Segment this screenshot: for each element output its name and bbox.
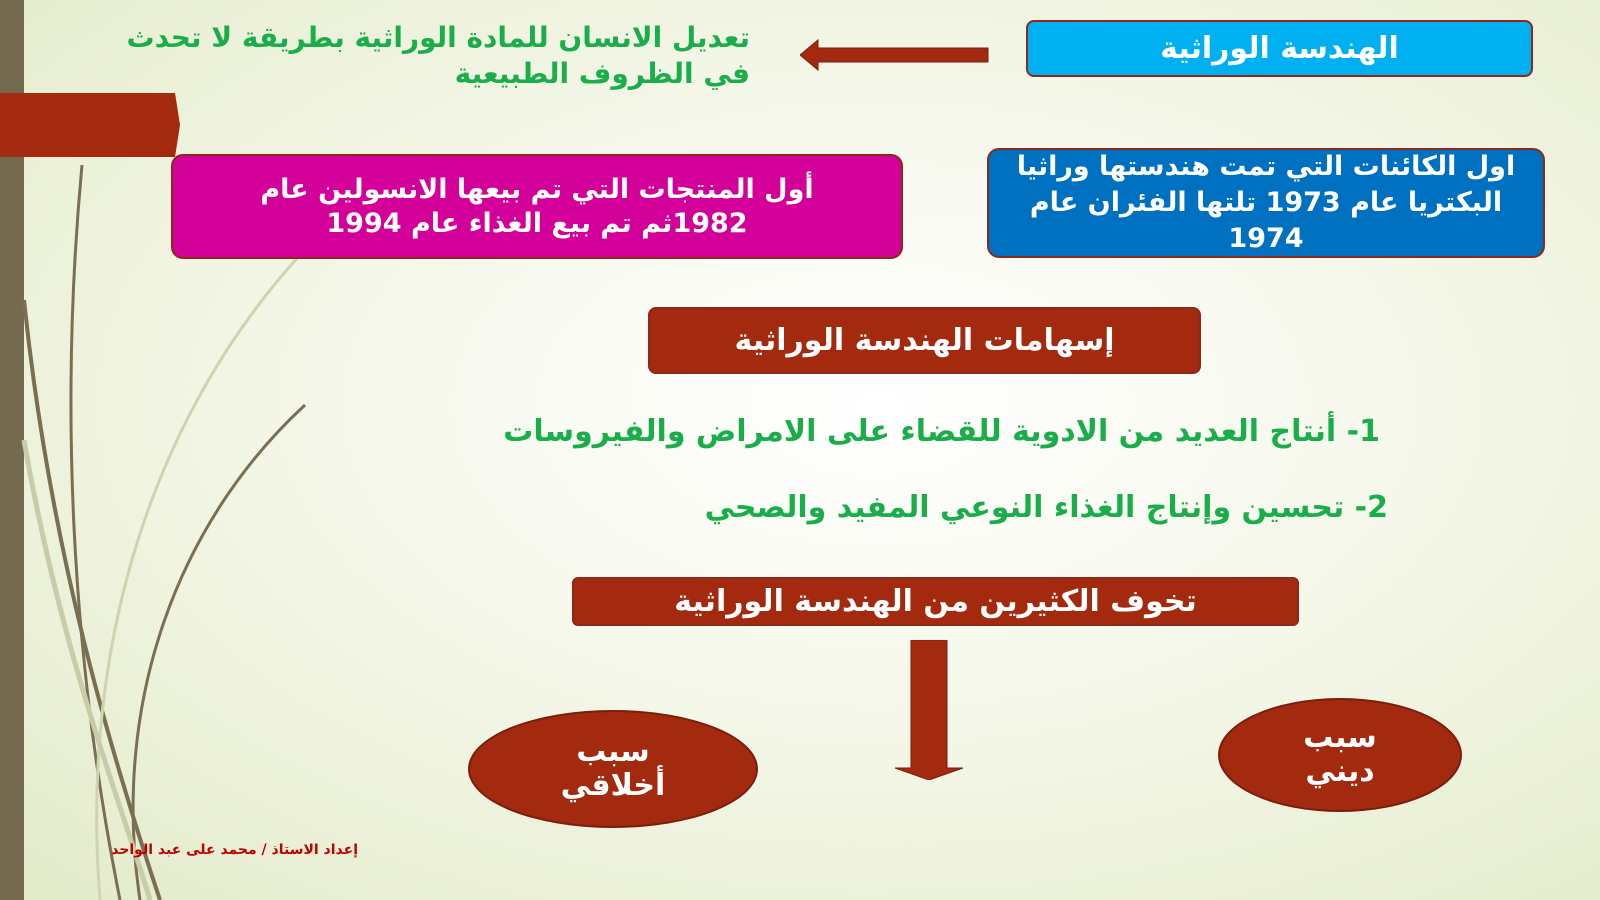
first-organisms-box: اول الكائنات التي تمت هندستها وراثيا الب… — [987, 148, 1545, 258]
arrow-left-icon — [800, 38, 989, 72]
accent-tab — [0, 93, 180, 157]
decorative-stems — [21, 164, 307, 900]
fear-heading: تخوف الكثيرين من الهندسة الوراثية — [572, 577, 1299, 626]
definition-text: تعديل الانسان للمادة الوراثية بطريقة لا … — [126, 21, 751, 90]
contributions-heading: إسهامات الهندسة الوراثية — [648, 307, 1201, 374]
contribution-item: 1- أنتاج العديد من الادوية للقضاء على ال… — [503, 414, 1380, 449]
contribution-item: 2- تحسين وإنتاج الغذاء النوعي المفيد وال… — [704, 490, 1388, 525]
reason-ethical: سبب أخلاقي — [468, 710, 758, 828]
reason-religious: سبب ديني — [1218, 698, 1462, 812]
first-products-box: أول المنتجات التي تم بيعها الانسولين عام… — [171, 154, 903, 259]
title: الهندسة الوراثية — [1160, 30, 1399, 66]
arrow-down-icon — [894, 640, 964, 780]
footer-credit: إعداد الاستاذ / محمد على عبد الواحد — [111, 842, 358, 858]
title-box: الهندسة الوراثية — [1026, 20, 1533, 77]
